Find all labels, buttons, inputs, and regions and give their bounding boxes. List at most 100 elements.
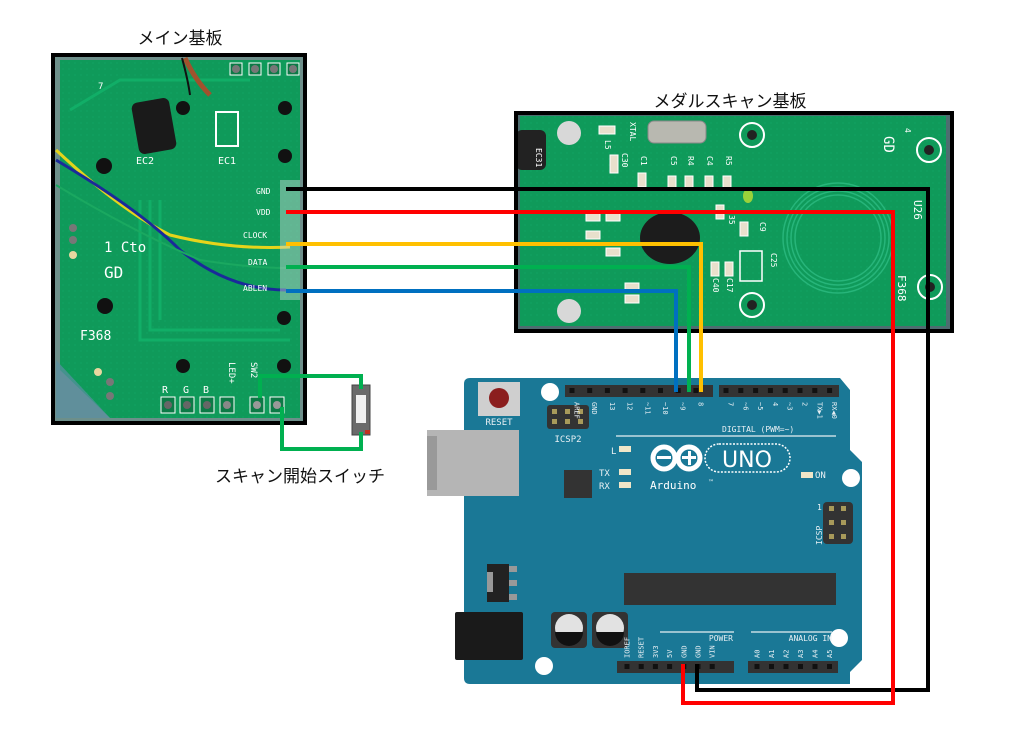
power-pin-socket[interactable] — [624, 664, 630, 669]
led-l — [619, 446, 631, 452]
silk-f368: F368 — [80, 329, 111, 344]
power-pin-socket[interactable] — [652, 664, 658, 669]
digital-pin-socket[interactable] — [723, 388, 729, 393]
digital-pin-socket[interactable] — [693, 388, 699, 393]
digital-pin-socket[interactable] — [797, 388, 803, 393]
silk-ec31: EC31 — [534, 148, 543, 167]
power-pin-label: 5V — [666, 649, 674, 658]
digital-pin-label: 7 — [727, 402, 735, 406]
inductor-green — [743, 189, 753, 203]
power-title: POWER — [709, 634, 733, 643]
capacitor-ec31 — [516, 130, 546, 170]
silk-c5: C5 — [669, 156, 678, 166]
analog-pin-socket[interactable] — [754, 664, 760, 669]
chip-blob — [640, 212, 700, 264]
silk-c25: C25 — [769, 253, 778, 268]
power-pin-label: RESET — [638, 636, 646, 658]
digital-pin-socket[interactable] — [569, 388, 575, 393]
silk-ec2: EC2 — [136, 156, 154, 167]
analog-pin-label: A1 — [768, 650, 776, 658]
mount-hole — [176, 359, 190, 373]
digital-pin-label: ~6 — [741, 402, 749, 410]
digital-header-right — [719, 385, 839, 397]
led-rx — [619, 482, 631, 488]
main-board-title: メイン基板 — [138, 29, 223, 49]
led-on — [801, 472, 813, 478]
pad-label-vdd: VDD — [256, 208, 271, 217]
analog-pin-label: A5 — [826, 650, 834, 658]
silk-c17: C17 — [725, 278, 734, 293]
onboard-blue-wire — [55, 158, 287, 292]
capacitor-ec2 — [131, 98, 177, 154]
digital-pin-socket[interactable] — [738, 388, 744, 393]
analog-pin-label: A0 — [754, 650, 762, 658]
power-pin-socket[interactable] — [667, 664, 673, 669]
silk-ec1: EC1 — [218, 156, 236, 167]
digital-pin-socket[interactable] — [767, 388, 773, 393]
digital-pin-socket[interactable] — [675, 388, 681, 393]
digital-pin-label: ~5 — [756, 402, 764, 410]
power-pin-socket[interactable] — [709, 664, 715, 669]
crystal-xtal — [647, 120, 707, 144]
clock-wire — [286, 242, 703, 392]
mount-hole — [278, 149, 292, 163]
icsp-pin1: 1 — [817, 503, 822, 512]
silk-c30: C30 — [620, 153, 629, 168]
silk-c9: C9 — [758, 222, 767, 232]
pad-label-data: DATA — [248, 258, 267, 267]
scan-switch[interactable] — [351, 384, 371, 436]
digital-pin-socket[interactable] — [622, 388, 628, 393]
digital-pin-label: ~9 — [679, 402, 687, 410]
digital-pin-socket[interactable] — [640, 388, 646, 393]
power-pin-label: GND — [680, 645, 688, 658]
mount-hole — [277, 359, 291, 373]
digital-pin-label: ~11 — [643, 402, 651, 415]
pad-label-clock: CLOCK — [243, 231, 267, 240]
data-wire — [286, 265, 691, 392]
digital-pin-socket[interactable] — [587, 388, 593, 393]
digital-pin-label: 8 — [696, 402, 704, 406]
mount-hole — [535, 657, 553, 675]
icsp2-header — [547, 405, 589, 429]
silk-7: 7 — [98, 82, 103, 92]
silk-f368-scan: F368 — [895, 275, 908, 302]
led-pads — [160, 396, 285, 414]
power-pin-label: 3V3 — [652, 645, 660, 658]
switch-wire-top — [258, 374, 363, 398]
power-pin-label: GND — [695, 645, 703, 658]
digital-pin-socket[interactable] — [658, 388, 663, 393]
dc-jack — [455, 612, 523, 660]
capacitor — [592, 612, 628, 648]
mount-hole — [842, 469, 860, 487]
digital-pin-label: GND — [590, 402, 598, 415]
analog-pin-socket[interactable] — [827, 664, 832, 669]
analog-pin-socket[interactable] — [812, 664, 818, 669]
trademark: ™ — [708, 479, 714, 486]
silk-u26: U26 — [911, 200, 924, 220]
model-label: UNO — [722, 448, 772, 473]
analog-pin-socket[interactable] — [783, 664, 789, 669]
mount-hole — [176, 101, 190, 115]
reset-button-cap[interactable] — [489, 388, 509, 408]
silk-r: R — [162, 385, 169, 396]
power-pin-socket[interactable] — [638, 664, 644, 669]
digital-pin-socket[interactable] — [753, 388, 759, 393]
icsp-label: ICSP — [815, 526, 824, 545]
digital-pin-socket[interactable] — [812, 388, 818, 393]
digital-pin-socket[interactable] — [782, 388, 788, 393]
digital-pin-socket[interactable] — [604, 388, 610, 393]
analog-pin-socket[interactable] — [798, 664, 803, 669]
digital-pin-label: AREF — [573, 402, 581, 419]
power-pin-label: IOREF — [624, 637, 632, 658]
pad-round — [557, 121, 581, 145]
led-on-label: ON — [815, 471, 826, 481]
silk-xtal: XTAL — [628, 122, 637, 141]
digital-pin-label: ~3 — [786, 402, 794, 410]
silk-gd-scan: GD — [880, 136, 896, 153]
digital-pin-socket[interactable] — [827, 388, 833, 393]
analog-pin-socket[interactable] — [769, 664, 774, 669]
pad-label-ablen: ABLEN — [243, 284, 267, 293]
